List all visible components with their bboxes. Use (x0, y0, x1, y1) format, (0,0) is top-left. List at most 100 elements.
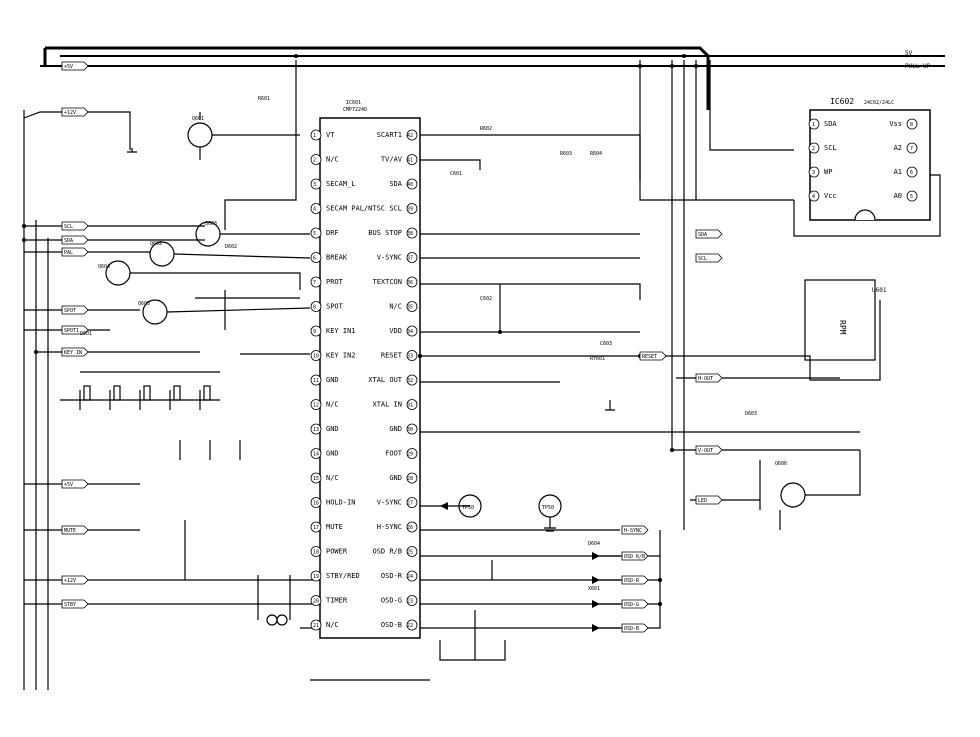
ic-main-pin-name: GND (326, 425, 339, 433)
connector-label: STBY (64, 602, 76, 608)
ic-main-pin-number: 13 (313, 427, 319, 433)
ic-main-pin-marker (310, 497, 322, 508)
ic-main-pin-marker (406, 399, 418, 410)
eeprom-pin-number: 2 (812, 146, 815, 152)
ic-main-pin-marker (406, 325, 418, 337)
ic-main-pin-marker (310, 227, 322, 239)
ic-main-pin-name: VDD (389, 327, 402, 335)
eeprom-pin-marker (906, 142, 918, 154)
connector-tag (621, 599, 649, 609)
connector-tag (695, 445, 723, 455)
ic-main-pin-name: VT (326, 131, 335, 139)
connector-label: OSD-G (624, 602, 639, 608)
connector-label: +12V (64, 578, 76, 584)
connector-label: OSD-B (624, 626, 639, 632)
ic-main-pin-marker (310, 619, 322, 631)
ic-main-pin-number: 32 (407, 378, 413, 384)
ic-main-pin-marker (310, 570, 322, 582)
connector-tag (621, 575, 649, 585)
ic-main-pin-marker (310, 203, 322, 214)
connector-tag (621, 551, 649, 561)
remote-module-ref: U601 (872, 287, 887, 294)
connector-label: LED (698, 498, 707, 504)
connector-label: SDA (64, 238, 73, 244)
ic-main-pin-number: 3 (313, 182, 316, 188)
connector-label: +5V (64, 64, 73, 70)
ic-main-pin-marker (310, 325, 322, 337)
ic-main-pin-name: POWER (326, 548, 348, 556)
ic-main-pin-name: SDA (389, 180, 402, 188)
connector-label: SPOT (64, 308, 76, 314)
ic-main-pin-marker (310, 301, 322, 312)
ic-main-pin-name: GND (389, 425, 402, 433)
ic-main-pin-marker (406, 350, 418, 361)
ic-main-pin-name: V-SYNC (377, 254, 402, 262)
component-ref: R601 (258, 96, 270, 102)
ic-main-pin-name: SECAM PAL/NTSC (326, 205, 385, 213)
ic-main-pin-marker (310, 472, 322, 484)
ic-main-pin-number: 28 (407, 476, 413, 482)
connector-label: H-OUT (698, 376, 713, 382)
bus-top-1 (45, 46, 710, 110)
ic-main-pin-number: 4 (313, 207, 316, 213)
eeprom-pin-marker (906, 118, 918, 130)
ic-main-pin-marker (310, 546, 322, 557)
ic-main-pin-number: 27 (407, 501, 413, 507)
connector-tag (61, 325, 89, 335)
connector-tag (61, 599, 89, 609)
ic-main-pin-number: 34 (407, 329, 413, 335)
eeprom-pin-number: 6 (910, 170, 913, 176)
connector-label: KEY IN (64, 350, 82, 356)
ic-main-pin-marker (406, 203, 418, 214)
ic-main-pin-number: 10 (313, 354, 319, 360)
top-right-label-1: 5V (905, 50, 913, 57)
ic-main-pin-marker (310, 423, 322, 435)
connector-label: RESET (642, 354, 657, 360)
component-ref: R603 (560, 151, 572, 157)
eeprom-pin-number: 3 (812, 170, 815, 176)
ic-main-pin-marker (310, 595, 322, 606)
ic-main-pin-marker (406, 546, 418, 557)
ic-main-pin-name: N/C (326, 621, 339, 629)
component-ref: D602 (225, 244, 237, 250)
connector-tag (61, 479, 89, 489)
ic-main-pin-name: TEXTCON (372, 278, 402, 286)
ic-main-pin-number: 36 (407, 280, 413, 286)
component-ref: D603 (745, 411, 757, 417)
eeprom-pin-name: A0 (894, 192, 902, 200)
connector-label: +12V (64, 110, 76, 116)
remote-module-name: RPM (838, 320, 847, 335)
ic-main-pin-number: 1 (313, 133, 316, 139)
component-ref: C603 (600, 341, 612, 347)
ic-main-pin-name: XTAL IN (372, 401, 402, 409)
ic-main-pin-marker (406, 472, 418, 484)
connector-tag (61, 107, 89, 117)
ic-main-pin-marker (310, 374, 322, 386)
eeprom-pin-name: A1 (894, 168, 902, 176)
connector-tag (61, 525, 89, 535)
ic-main-pin-name: N/C (389, 303, 402, 311)
ic-main-pin-marker (310, 350, 322, 361)
component-ref: X601 (588, 586, 600, 592)
ic-main-pin-number: 25 (407, 550, 413, 556)
ic-main-pin-number: 40 (407, 182, 413, 188)
ic-main-pin-number: 24 (407, 574, 413, 580)
ic-main-pin-marker (406, 595, 418, 606)
testpoint-2-label: TP50 (542, 505, 554, 511)
ic-main-pin-name: TV/AV (381, 156, 403, 164)
component-ref: RY601 (590, 356, 605, 362)
ic-main-pin-name: MUTE (326, 523, 343, 531)
ic-main-pin-marker (406, 619, 418, 631)
ic-main-pin-marker (310, 276, 322, 288)
connector-label: V-OUT (698, 448, 713, 454)
connector-label: MUTE (64, 528, 76, 534)
ic-main-pin-marker (406, 154, 418, 165)
ic-main-pin-number: 38 (407, 231, 413, 237)
eeprom-pin-marker (808, 142, 820, 154)
